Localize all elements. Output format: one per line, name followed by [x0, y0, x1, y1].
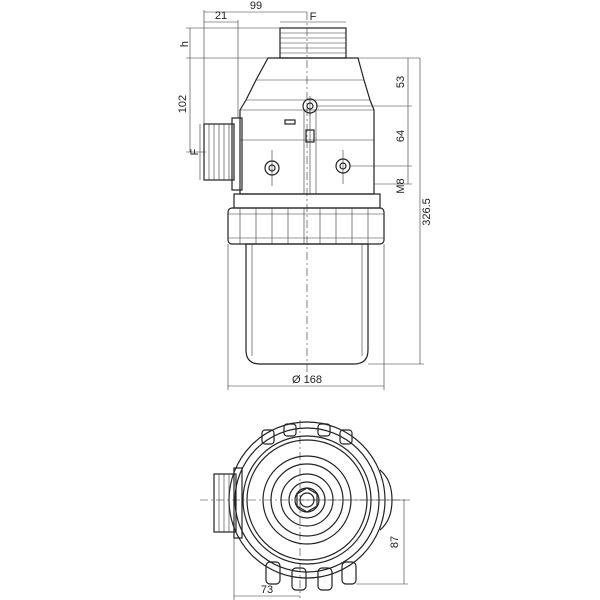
screw-right: [335, 150, 351, 184]
side-view: [203, 12, 385, 378]
top-view: [200, 420, 410, 598]
side-inlet-top: [213, 467, 243, 539]
screw-top: [302, 96, 318, 116]
dim-326-5: 326.5: [421, 198, 433, 226]
label-plate: [284, 119, 296, 125]
side-inlet: [203, 117, 243, 191]
center-nut: [296, 487, 318, 513]
dim-87: 87: [389, 536, 401, 548]
bottom-ribs: [265, 561, 357, 591]
bowl: [245, 243, 369, 365]
top-outlet: [279, 27, 347, 59]
dim-102: 102: [177, 95, 189, 113]
indicator-window: [305, 129, 315, 143]
dim-64: 64: [395, 130, 407, 142]
bowl-ring: [227, 207, 385, 245]
dim-F-side: F: [189, 148, 201, 155]
dim-99: 99: [250, 0, 262, 12]
screw-left: [264, 150, 280, 186]
dim-m8: M8: [395, 178, 407, 193]
dim-21: 21: [215, 10, 227, 22]
top-view-dimensions: 87 73: [233, 499, 408, 600]
dim-73: 73: [261, 584, 273, 596]
dim-h: h: [179, 41, 191, 47]
dim-diameter: Ø 168: [292, 374, 322, 386]
side-view-dimensions: 99 21 F h 102 F 53 64 M8 326.5 Ø 168: [177, 0, 433, 390]
dim-F-top: F: [310, 11, 317, 23]
dim-53: 53: [395, 76, 407, 88]
top-ribs: [261, 423, 353, 445]
